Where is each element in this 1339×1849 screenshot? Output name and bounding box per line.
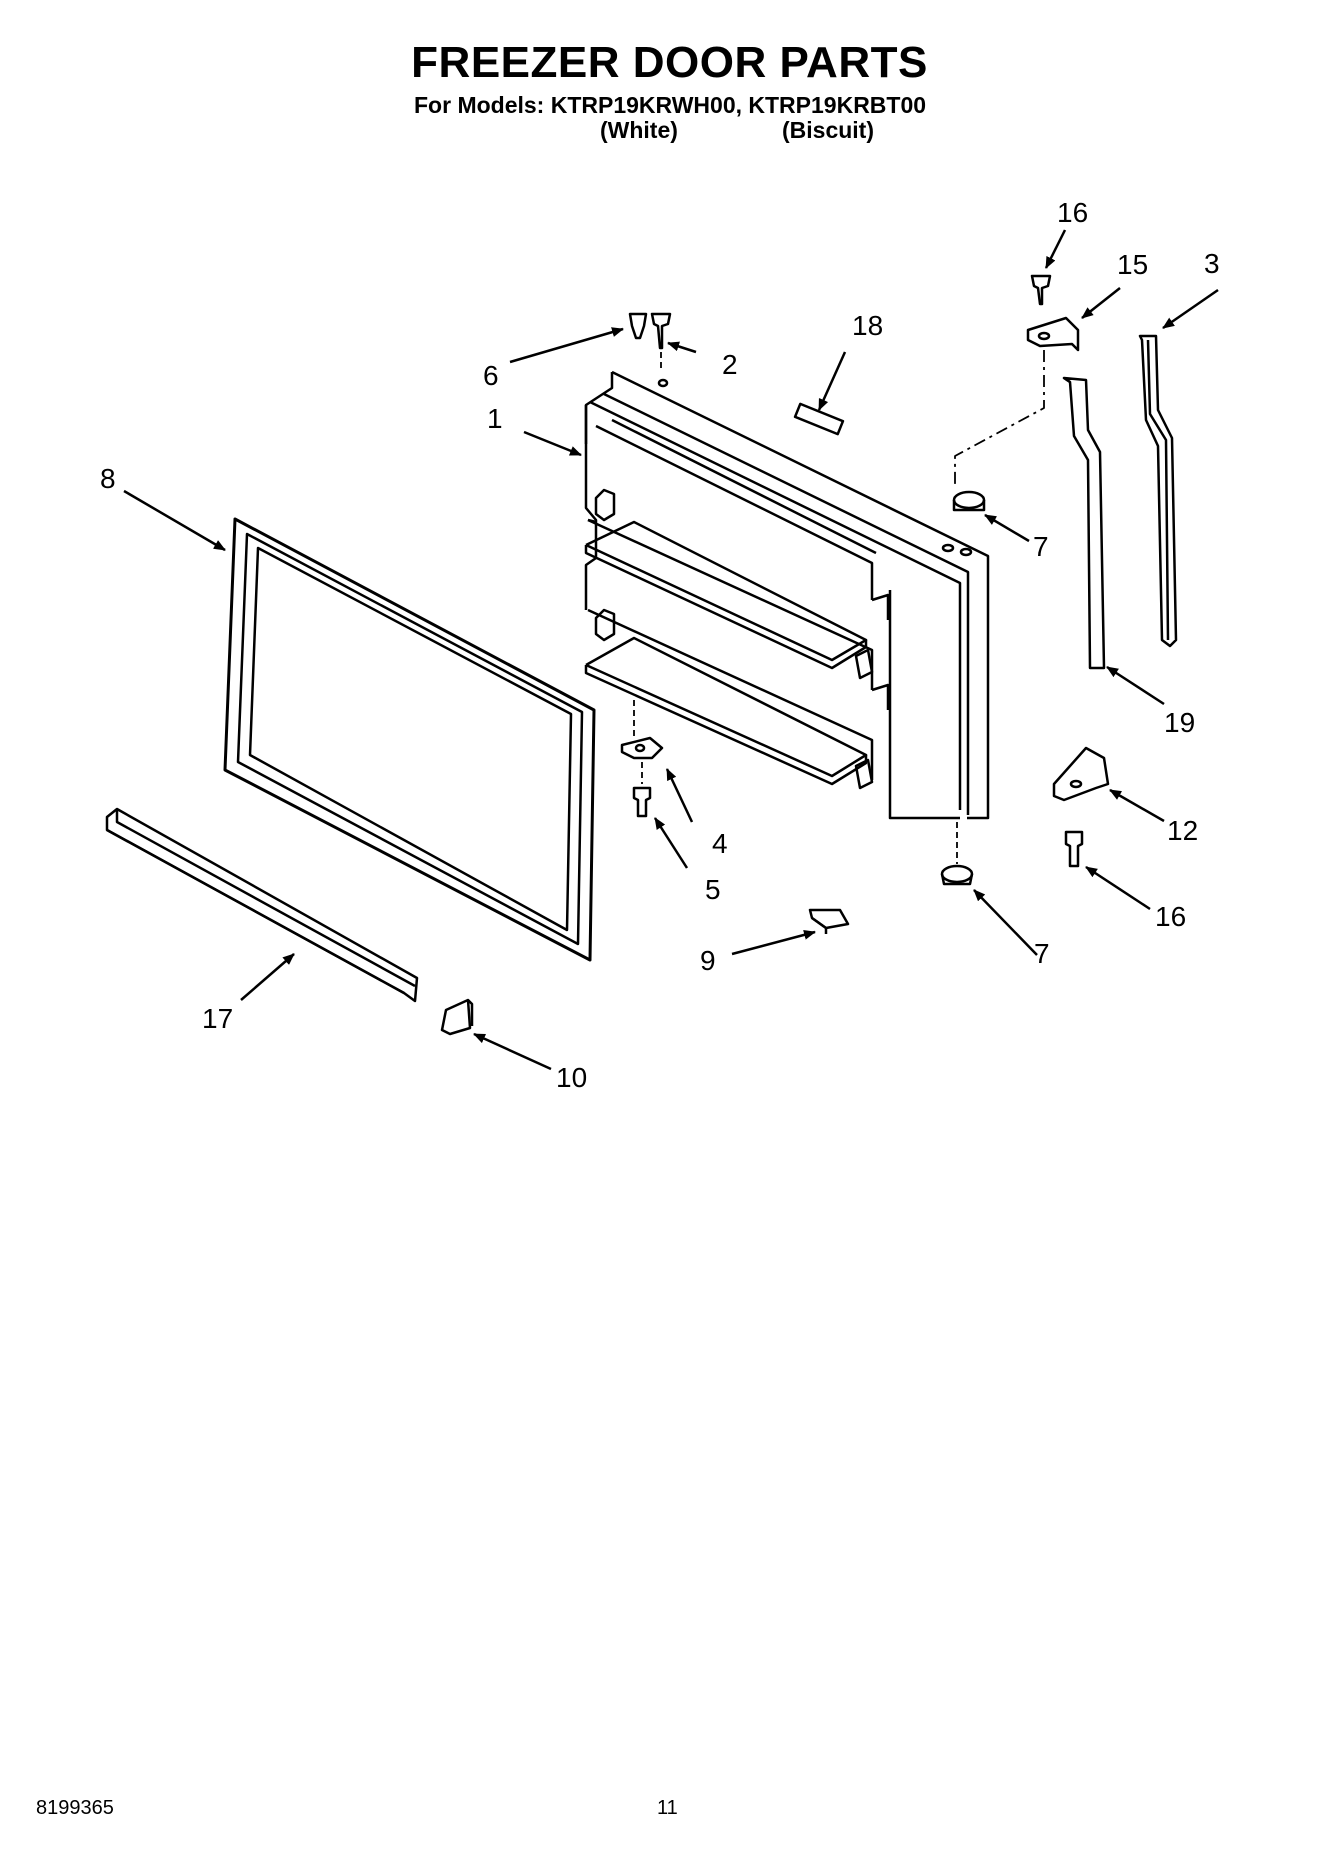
clip-part-9 (808, 908, 850, 934)
callout-7-bottom: 7 (1034, 938, 1050, 969)
screw-part-2 (650, 312, 672, 372)
color-white-label: (White) (600, 117, 678, 143)
label-part-18 (793, 402, 845, 436)
screw-part-16-top (1030, 274, 1052, 306)
door-liner-part-1 (584, 370, 990, 820)
lower-hinge-part-12 (1052, 746, 1110, 802)
callout-9: 9 (700, 945, 716, 976)
callout-18: 18 (852, 310, 883, 341)
callout-17: 17 (202, 1003, 233, 1034)
callout-7-top: 7 (1033, 531, 1049, 562)
callout-15: 15 (1117, 249, 1148, 280)
cap-part-7-top (952, 490, 986, 512)
callout-8: 8 (100, 463, 116, 494)
handle-part-19 (1062, 376, 1106, 670)
callout-16-top: 16 (1057, 197, 1088, 228)
models-line: For Models: KTRP19KRWH00, KTRP19KRBT00 (414, 92, 927, 118)
bottom-hinge-part-4 (620, 700, 664, 760)
callout-1: 1 (487, 403, 503, 434)
plug-part-6 (628, 312, 648, 340)
document-number: 8199365 (36, 1797, 114, 1819)
callout-4: 4 (712, 828, 728, 859)
gasket-part-8 (223, 517, 596, 962)
page-title: FREEZER DOOR PARTS (411, 38, 928, 87)
callout-6: 6 (483, 360, 499, 391)
callout-12: 12 (1167, 815, 1198, 846)
callout-2: 2 (722, 349, 738, 380)
bracket-part-10 (440, 998, 474, 1036)
screw-part-16-bottom (1064, 830, 1084, 868)
handle-trim-part-3 (1138, 334, 1178, 648)
color-biscuit-label: (Biscuit) (782, 117, 874, 143)
hinge-bracket-part-15 (1026, 316, 1080, 352)
hinge-axis-line (954, 350, 1045, 488)
callout-numbers: 1 2 3 4 5 6 7 7 8 9 10 12 15 16 16 17 18… (100, 197, 1220, 1093)
page-number: 11 (657, 1797, 678, 1819)
cap-part-7-bottom (940, 822, 974, 886)
callout-5: 5 (705, 874, 721, 905)
trim-part-17 (105, 807, 419, 1003)
callout-16-bottom: 16 (1155, 901, 1186, 932)
callout-19: 19 (1164, 707, 1195, 738)
callout-10: 10 (556, 1062, 587, 1093)
screw-part-5 (632, 762, 652, 818)
callout-3: 3 (1204, 248, 1220, 279)
callout-leaders (123, 229, 1219, 1071)
